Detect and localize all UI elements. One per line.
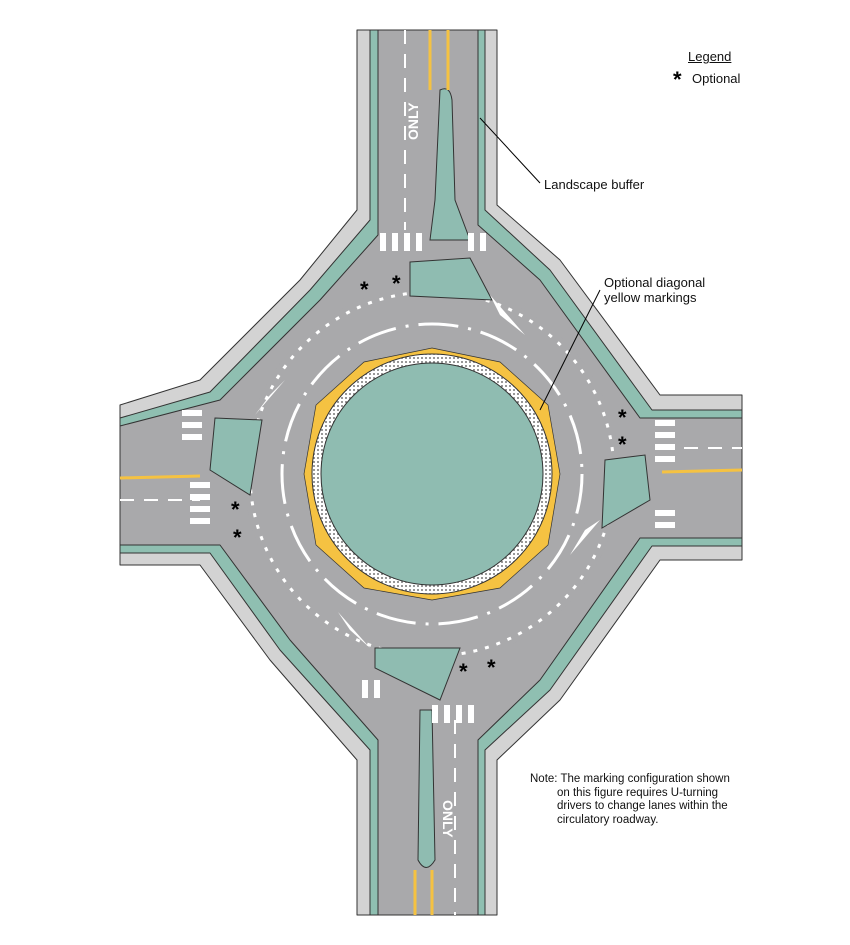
legend-optional-label: Optional	[692, 71, 741, 86]
note-line: on this figure requires U-turning	[557, 786, 719, 799]
diagonal-markings-label-line1: Optional diagonal	[604, 275, 706, 290]
pavement-text-only-north: ONLY	[405, 102, 421, 140]
note-line: circulatory roadway.	[557, 813, 659, 826]
note: Note: The marking configuration shown on…	[530, 773, 790, 827]
optional-marker: *	[392, 271, 401, 296]
optional-marker: *	[360, 277, 369, 302]
legend-title: Legend	[688, 49, 732, 64]
optional-marker: *	[233, 525, 242, 550]
circulatory-lane-line	[280, 322, 584, 626]
optional-marker: *	[618, 432, 627, 457]
pavement-text-only-south: ONLY	[440, 800, 456, 838]
crosswalks	[182, 233, 675, 723]
central-island	[320, 362, 544, 586]
optional-marker: *	[487, 655, 496, 680]
lane-arrow-markings	[255, 295, 600, 648]
optional-marker: *	[231, 497, 240, 522]
diagonal-markings-leader	[539, 289, 601, 411]
legend-optional-symbol: *	[673, 67, 682, 92]
diagonal-markings-label-line2: yellow markings	[604, 290, 697, 305]
optional-marker: *	[618, 405, 627, 430]
note-line: Note: The marking configuration shown	[530, 773, 730, 785]
optional-marker: *	[459, 659, 468, 684]
yellow-edge-lines	[119, 30, 743, 915]
landscape-buffer-label: Landscape buffer	[544, 177, 645, 192]
note-line: drivers to change lanes within the	[557, 800, 728, 812]
landscape-buffer-leader	[479, 117, 541, 184]
splitter-islands	[209, 88, 651, 868]
